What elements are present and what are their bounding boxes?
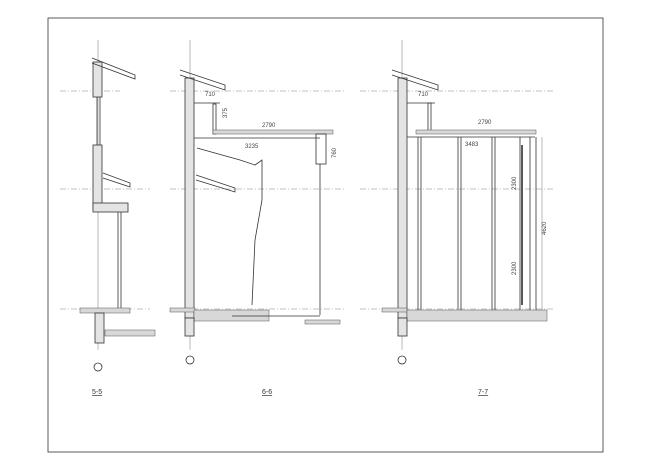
section-label: 7-7 <box>478 389 488 396</box>
svg-text:4620: 4620 <box>542 221 548 235</box>
svg-text:3483: 3483 <box>465 142 479 148</box>
svg-text:760: 760 <box>332 147 338 158</box>
svg-text:2790: 2790 <box>262 123 276 129</box>
svg-text:710: 710 <box>418 92 429 98</box>
section-label: 6-6 <box>262 389 272 396</box>
svg-text:375: 375 <box>223 107 229 118</box>
svg-text:2790: 2790 <box>478 120 492 126</box>
svg-text:3235: 3235 <box>245 144 259 150</box>
sheet-border <box>47 17 604 453</box>
section-label: 5-5 <box>92 389 102 396</box>
svg-text:710: 710 <box>205 92 216 98</box>
section-6-6: 2790 3235 710 375 760 6-6 <box>169 40 345 396</box>
svg-text:2300: 2300 <box>512 176 518 190</box>
svg-text:2300: 2300 <box>512 261 518 275</box>
section-5-5: 5-5 <box>60 40 156 396</box>
section-7-7: 2790 3483 710 2300 2300 4620 7-7 <box>360 40 555 396</box>
